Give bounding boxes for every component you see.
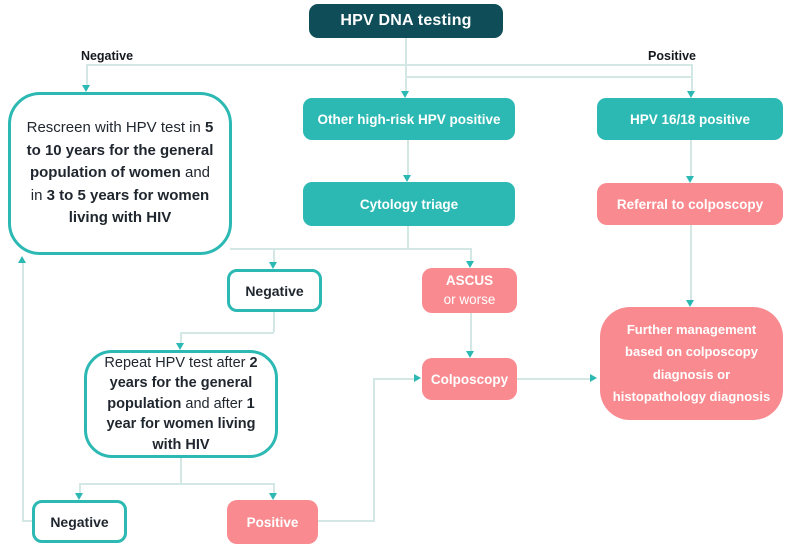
node-repeat-test: Repeat HPV test after 2 years for the ge… (84, 350, 278, 458)
connector-cytology-split (230, 248, 471, 250)
arrowhead-to-repeat (176, 343, 184, 350)
connector-feedback-vertical (22, 263, 24, 521)
node-colposcopy-label: Colposcopy (430, 371, 509, 387)
connector-referral-further (690, 225, 692, 300)
node-colposcopy: Colposcopy (422, 358, 517, 400)
connector-root-stem (405, 38, 407, 64)
connector-top-right-lower (406, 76, 692, 78)
connector-negb-left (22, 520, 32, 522)
node-negative-mid: Negative (227, 269, 322, 312)
node-negative-mid-label: Negative (245, 282, 304, 299)
connector-colposcopy-further (517, 378, 590, 380)
connector-split-neg-bottom (79, 483, 81, 493)
connector-top-main (86, 64, 692, 66)
arrowhead-referral-to-further (686, 300, 694, 307)
node-positive-bottom: Positive (227, 500, 318, 544)
connector-ascus-colposcopy (470, 311, 472, 351)
arrowhead-positive-to-colposcopy (414, 374, 421, 382)
connector-mid-branch (405, 64, 407, 91)
connector-positive-colposcopy (373, 378, 414, 380)
node-other-high-risk-label: Other high-risk HPV positive (317, 111, 501, 127)
branch-label-positive: Positive (648, 49, 696, 63)
node-hpv-dna-testing: HPV DNA testing (309, 4, 503, 38)
connector-repeat-down (180, 458, 182, 483)
connector-negmid-down (273, 312, 275, 332)
connector-bottom-split (79, 483, 274, 485)
node-positive-bottom-label: Positive (246, 514, 299, 530)
connector-negative-branch (86, 64, 88, 85)
connector-posb-right (318, 520, 374, 522)
connector-to-repeat (180, 332, 182, 343)
node-ascus: ASCUS or worse (422, 268, 517, 313)
arrowhead-to-ascus (466, 261, 474, 268)
node-referral-colposcopy-label: Referral to colposcopy (616, 196, 764, 212)
arrowhead-to-negative-mid (269, 262, 277, 269)
connector-positive-up (373, 379, 375, 522)
node-referral-colposcopy: Referral to colposcopy (597, 183, 783, 225)
connector-cytology-stem (407, 226, 409, 248)
node-ascus-line1: ASCUS (445, 273, 494, 289)
arrowhead-to-positive-bottom (269, 493, 277, 500)
arrowhead-to-rescreen (82, 85, 90, 92)
node-negative-bottom-label: Negative (50, 513, 109, 530)
node-ascus-line2: or worse (443, 291, 496, 307)
node-further-management-label: Further management based on colposcopy d… (612, 322, 771, 404)
node-hpv-16-18-label: HPV 16/18 positive (629, 111, 751, 127)
connector-1618-to-referral (690, 140, 692, 176)
connector-other-to-cytology (407, 140, 409, 175)
connector-split-ascus (470, 248, 472, 261)
node-other-high-risk: Other high-risk HPV positive (303, 98, 515, 140)
arrowhead-to-cytology (403, 175, 411, 182)
arrowhead-to-referral (686, 176, 694, 183)
connector-negmid-left (180, 332, 274, 334)
arrowhead-to-negative-bottom (75, 493, 83, 500)
arrowhead-feedback-to-rescreen (18, 256, 26, 263)
node-rescreen: Rescreen with HPV test in 5 to 10 years … (8, 92, 232, 255)
node-cytology-triage: Cytology triage (303, 182, 515, 226)
branch-label-negative: Negative (80, 49, 134, 63)
arrowhead-to-1618 (687, 91, 695, 98)
arrowhead-ascus-to-colposcopy (466, 351, 474, 358)
connector-right-branch (691, 64, 693, 91)
node-further-management: Further management based on colposcopy d… (600, 307, 783, 420)
node-hpv-16-18: HPV 16/18 positive (597, 98, 783, 140)
node-negative-bottom: Negative (32, 500, 127, 543)
connector-split-negative (273, 248, 275, 263)
node-hpv-dna-testing-label: HPV DNA testing (340, 12, 472, 29)
arrowhead-colposcopy-to-further (590, 374, 597, 382)
connector-split-pos-bottom (273, 483, 275, 493)
node-cytology-triage-label: Cytology triage (359, 196, 459, 212)
arrowhead-to-other (401, 91, 409, 98)
